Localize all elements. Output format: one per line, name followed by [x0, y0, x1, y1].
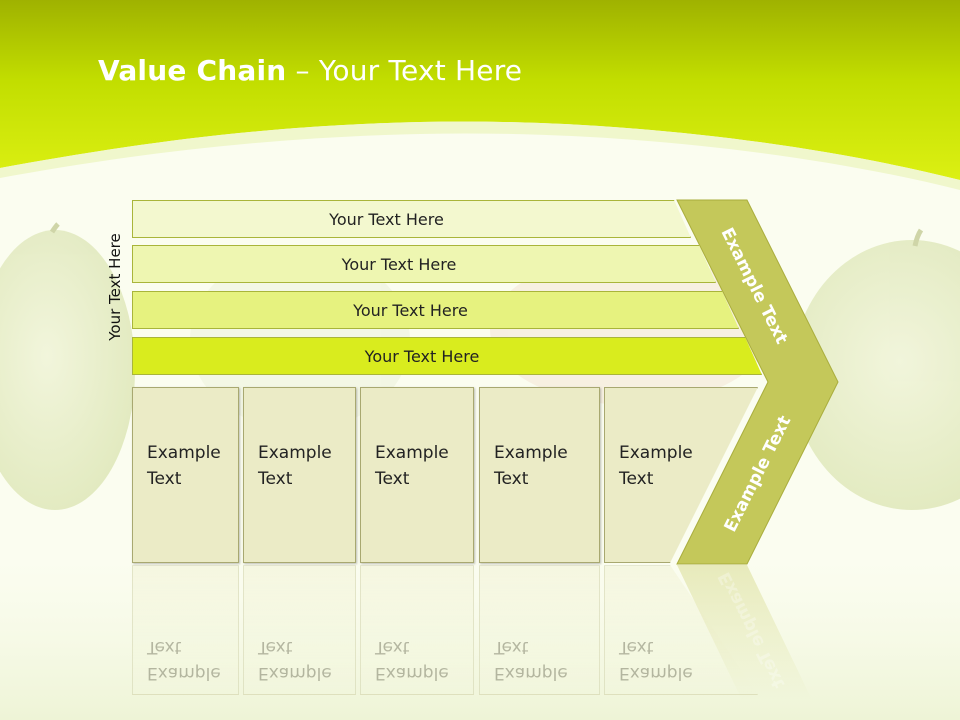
support-activity-bar-4[interactable]: Your Text Here [132, 337, 762, 375]
title-bold: Value Chain [98, 54, 287, 87]
bar-label: Your Text Here [353, 300, 468, 320]
value-chain-arrow [676, 199, 839, 565]
slide-title: Value Chain – Your Text Here [98, 54, 522, 87]
bar-label: Your Text Here [341, 254, 457, 274]
apple-right-image [792, 228, 960, 510]
apple-left-image [0, 222, 135, 510]
bar-label: Your Text Here [364, 346, 480, 366]
title-rest: – Your Text Here [286, 54, 523, 87]
support-activity-bar-3[interactable]: Your Text Here [132, 291, 739, 329]
support-activity-bar-1[interactable]: Your Text Here [132, 200, 691, 238]
support-activity-bar-2[interactable]: Your Text Here [132, 245, 716, 283]
bar-label: Your Text Here [329, 209, 444, 229]
side-label-text: Your Text Here [106, 233, 124, 341]
